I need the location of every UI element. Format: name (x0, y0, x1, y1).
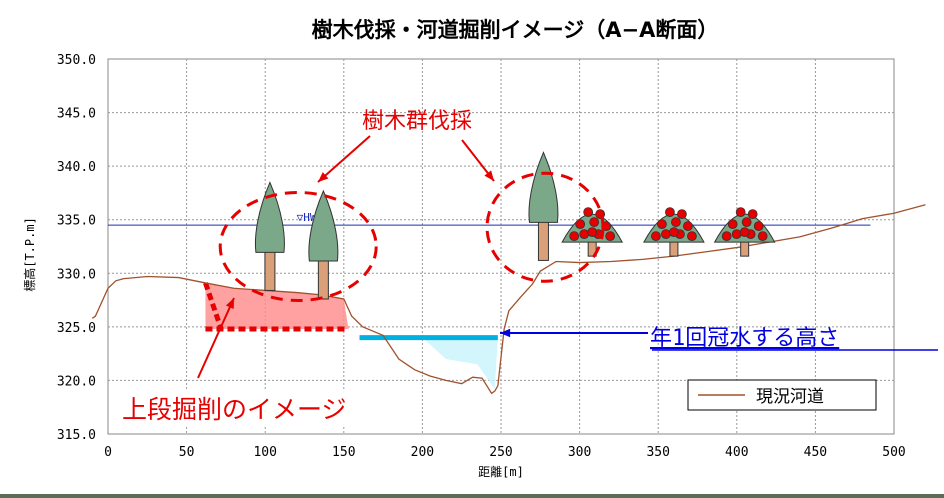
axis-labels: 0 50 100 150 200 250 300 350 400 450 500 350.0 345.0… (22, 53, 906, 479)
x-tick-label: 200 (411, 445, 434, 460)
excavation-slope-dashed (203, 282, 224, 330)
fruit (657, 219, 667, 230)
fruit (575, 219, 586, 230)
annotation-flood-height: 年1回冠水する高さ (650, 326, 839, 351)
x-tick-label: 100 (253, 445, 276, 460)
chart-title: 樹木伐採・河道掘削イメージ（A−A断面） (311, 18, 719, 42)
x-axis-label: 距離[m] (478, 465, 524, 479)
fruit-tree-2 (643, 207, 705, 257)
fruit (661, 229, 671, 240)
arrow-tree-cut-left-shaft (317, 135, 371, 183)
tree-left-2 (308, 189, 339, 300)
fruit (579, 229, 590, 240)
x-tick-label: 300 (568, 445, 591, 460)
tree-right-1 (528, 151, 559, 261)
tree-crown (308, 189, 339, 262)
annotation-upper-excavation: 上段掘削のイメージ (122, 395, 347, 424)
x-tick-label: 350 (646, 445, 669, 460)
x-tick-label: 0 (104, 445, 112, 460)
y-tick-label: 340.0 (57, 160, 96, 175)
grid (107, 58, 895, 435)
legend-label: 現況河道 (756, 387, 824, 407)
fruit (683, 221, 693, 232)
legend: 現況河道 (687, 379, 877, 411)
y-tick-label: 335.0 (57, 214, 96, 229)
cut-circle-left (218, 191, 378, 302)
tree-trunk (537, 217, 549, 261)
fruit (739, 227, 750, 238)
y-tick-label: 330.0 (57, 267, 96, 282)
fruit (721, 231, 732, 242)
tree-trunk (317, 256, 329, 300)
arrow-upper-excavation-shaft (197, 297, 235, 379)
arrow-tree-cut-right-head (484, 170, 494, 181)
y-tick-label: 325.0 (57, 321, 96, 336)
x-tick-label: 250 (489, 445, 512, 460)
arrow-upper-excavation-head (225, 298, 234, 309)
label-box-upper-excavation (118, 390, 414, 426)
x-tick-label: 400 (725, 445, 748, 460)
tree-crown (254, 181, 285, 253)
cut-circle-right (485, 171, 605, 283)
title-box (238, 6, 798, 46)
fruit (741, 217, 752, 228)
fruit (731, 229, 742, 240)
tree-left-1 (254, 181, 285, 291)
fruit (687, 231, 697, 242)
fruit (735, 207, 746, 218)
fruit (587, 227, 598, 238)
y-tick-label: 315.0 (57, 428, 96, 443)
trees (254, 151, 776, 300)
arrow-tree-cut-left-head (318, 172, 329, 182)
fruit (569, 231, 580, 242)
fruit (589, 217, 600, 228)
y-tick-label: 320.0 (57, 374, 96, 389)
fruit (671, 217, 681, 228)
x-tick-label: 50 (179, 445, 195, 460)
y-axis-label: 標高[T.P.m] (22, 217, 37, 292)
series-line-existing-channel (91, 204, 926, 395)
y-tick-label: 345.0 (57, 107, 96, 122)
fruit (747, 209, 758, 220)
fruit (677, 209, 687, 220)
fruit (583, 207, 594, 218)
x-tick-label: 450 (804, 445, 827, 460)
fruit (669, 227, 679, 238)
y-tick-label: 350.0 (57, 53, 96, 68)
x-tick-label: 500 (882, 445, 905, 460)
flood-pool (422, 337, 498, 389)
tree-trunk (264, 247, 276, 291)
fruit-tree-3 (713, 207, 776, 257)
x-tick-label: 150 (332, 445, 355, 460)
annotation-tree-cut: 樹木群伐採 (362, 109, 472, 134)
fruit (651, 231, 661, 242)
arrow-flood-height-head (500, 328, 511, 338)
fruit (665, 207, 675, 218)
tree-crown (528, 151, 559, 223)
fruit (605, 231, 616, 242)
fruit (757, 231, 768, 242)
fruit (753, 221, 764, 232)
fruit (727, 219, 738, 230)
